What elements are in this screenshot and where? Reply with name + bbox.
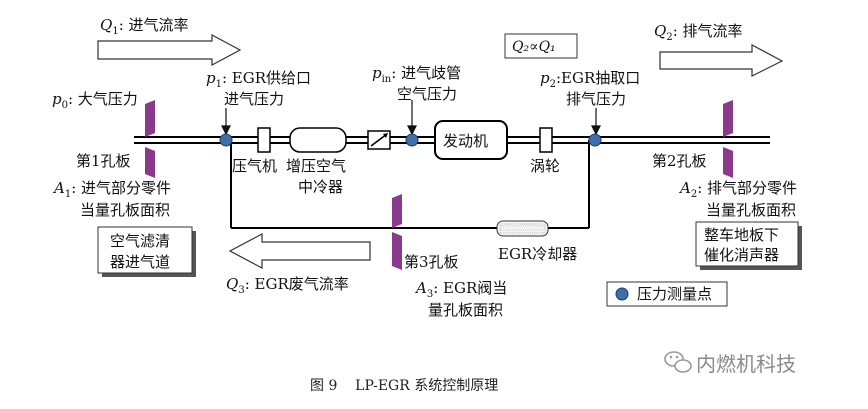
legend-box: 压力测量点: [606, 281, 728, 307]
compressor-label: 压气机: [232, 157, 277, 175]
q1-label: Q1: 进气流率: [100, 16, 189, 37]
orifice2-top: [723, 100, 733, 137]
watermark-text: 内燃机科技: [696, 352, 796, 376]
a1-label-line1: A1: 进气部分零件: [52, 179, 171, 200]
compressor-box: [257, 127, 271, 153]
orifice1-label: 第1孔板: [76, 152, 131, 170]
orifice1-top: [145, 100, 155, 137]
q2-arrow: [659, 44, 784, 77]
air-filter-box: [97, 226, 196, 277]
pin-label-line2: 空气压力: [397, 85, 457, 103]
engine-box: [434, 120, 508, 160]
p2-label-line1: p2:EGR抽取口: [540, 69, 640, 90]
relation-box: [504, 33, 578, 59]
q3-arrow: [228, 233, 371, 269]
orifice2-label: 第2孔板: [652, 152, 707, 170]
p2-label-line2: 排气压力: [566, 90, 626, 108]
orifice3-top: [392, 194, 402, 228]
a2-label-line1: A2: 排气部分零件: [678, 179, 797, 200]
legend-label: 压力测量点: [637, 285, 712, 303]
turbine-label: 涡轮: [530, 157, 560, 175]
sensor-p2: [588, 133, 602, 147]
orifice2-bottom: [723, 147, 733, 178]
sensor-p1: [219, 133, 233, 147]
orifice1-bottom: [145, 147, 155, 178]
muffler-box: [695, 221, 802, 270]
egr-cooler-box: [496, 220, 549, 237]
p0-label: p0: 大气压力: [52, 90, 138, 111]
p1-label-line1: p1: EGR供给口: [206, 69, 311, 90]
pin-label-line1: pin: 进气歧管: [372, 64, 461, 85]
egr-loop: [230, 140, 590, 229]
muffler-label-line1: 整车地板下: [704, 226, 779, 244]
wechat-icon: [664, 351, 692, 373]
egr-cooler-label: EGR冷却器: [498, 245, 577, 263]
orifice3-label: 第3孔板: [404, 253, 459, 271]
pointer-arrows: [221, 100, 601, 136]
throttle-valve: [367, 130, 391, 150]
relation-label: Q₂∝Q₁: [512, 39, 556, 55]
intercooler-box: [289, 127, 347, 153]
legend-sensor-icon: [615, 287, 629, 301]
figure-caption: 图 9 LP-EGR 系统控制原理: [310, 378, 498, 394]
muffler-label-line2: 催化消声器: [704, 246, 779, 264]
q3-label: Q3: EGR废气流率: [226, 275, 349, 296]
air-filter-label-line1: 空气滤清: [110, 232, 170, 250]
intercooler-label-line2: 中冷器: [298, 178, 343, 196]
engine-label: 发动机: [443, 132, 488, 150]
a2-label-line2: 当量孔板面积: [706, 201, 796, 219]
air-filter-label-line2: 器进气道: [110, 253, 170, 271]
q2-label: Q2: 排气流率: [654, 22, 743, 43]
a3-label-line1: A3: EGR阀当: [414, 279, 507, 300]
p1-label-line2: 进气压力: [224, 90, 284, 108]
a1-label-line2: 当量孔板面积: [80, 201, 170, 219]
sensor-pin: [405, 133, 419, 147]
a3-label-line2: 量孔板面积: [428, 301, 503, 319]
orifice-plates: [145, 100, 733, 270]
orifice3-bottom: [392, 232, 402, 270]
intercooler-label-line1: 增压空气: [286, 157, 346, 175]
q1-arrow: [97, 33, 242, 67]
watermark: 内燃机科技: [664, 351, 796, 376]
pressure-sensors: [219, 133, 602, 147]
turbine-box: [539, 127, 553, 153]
